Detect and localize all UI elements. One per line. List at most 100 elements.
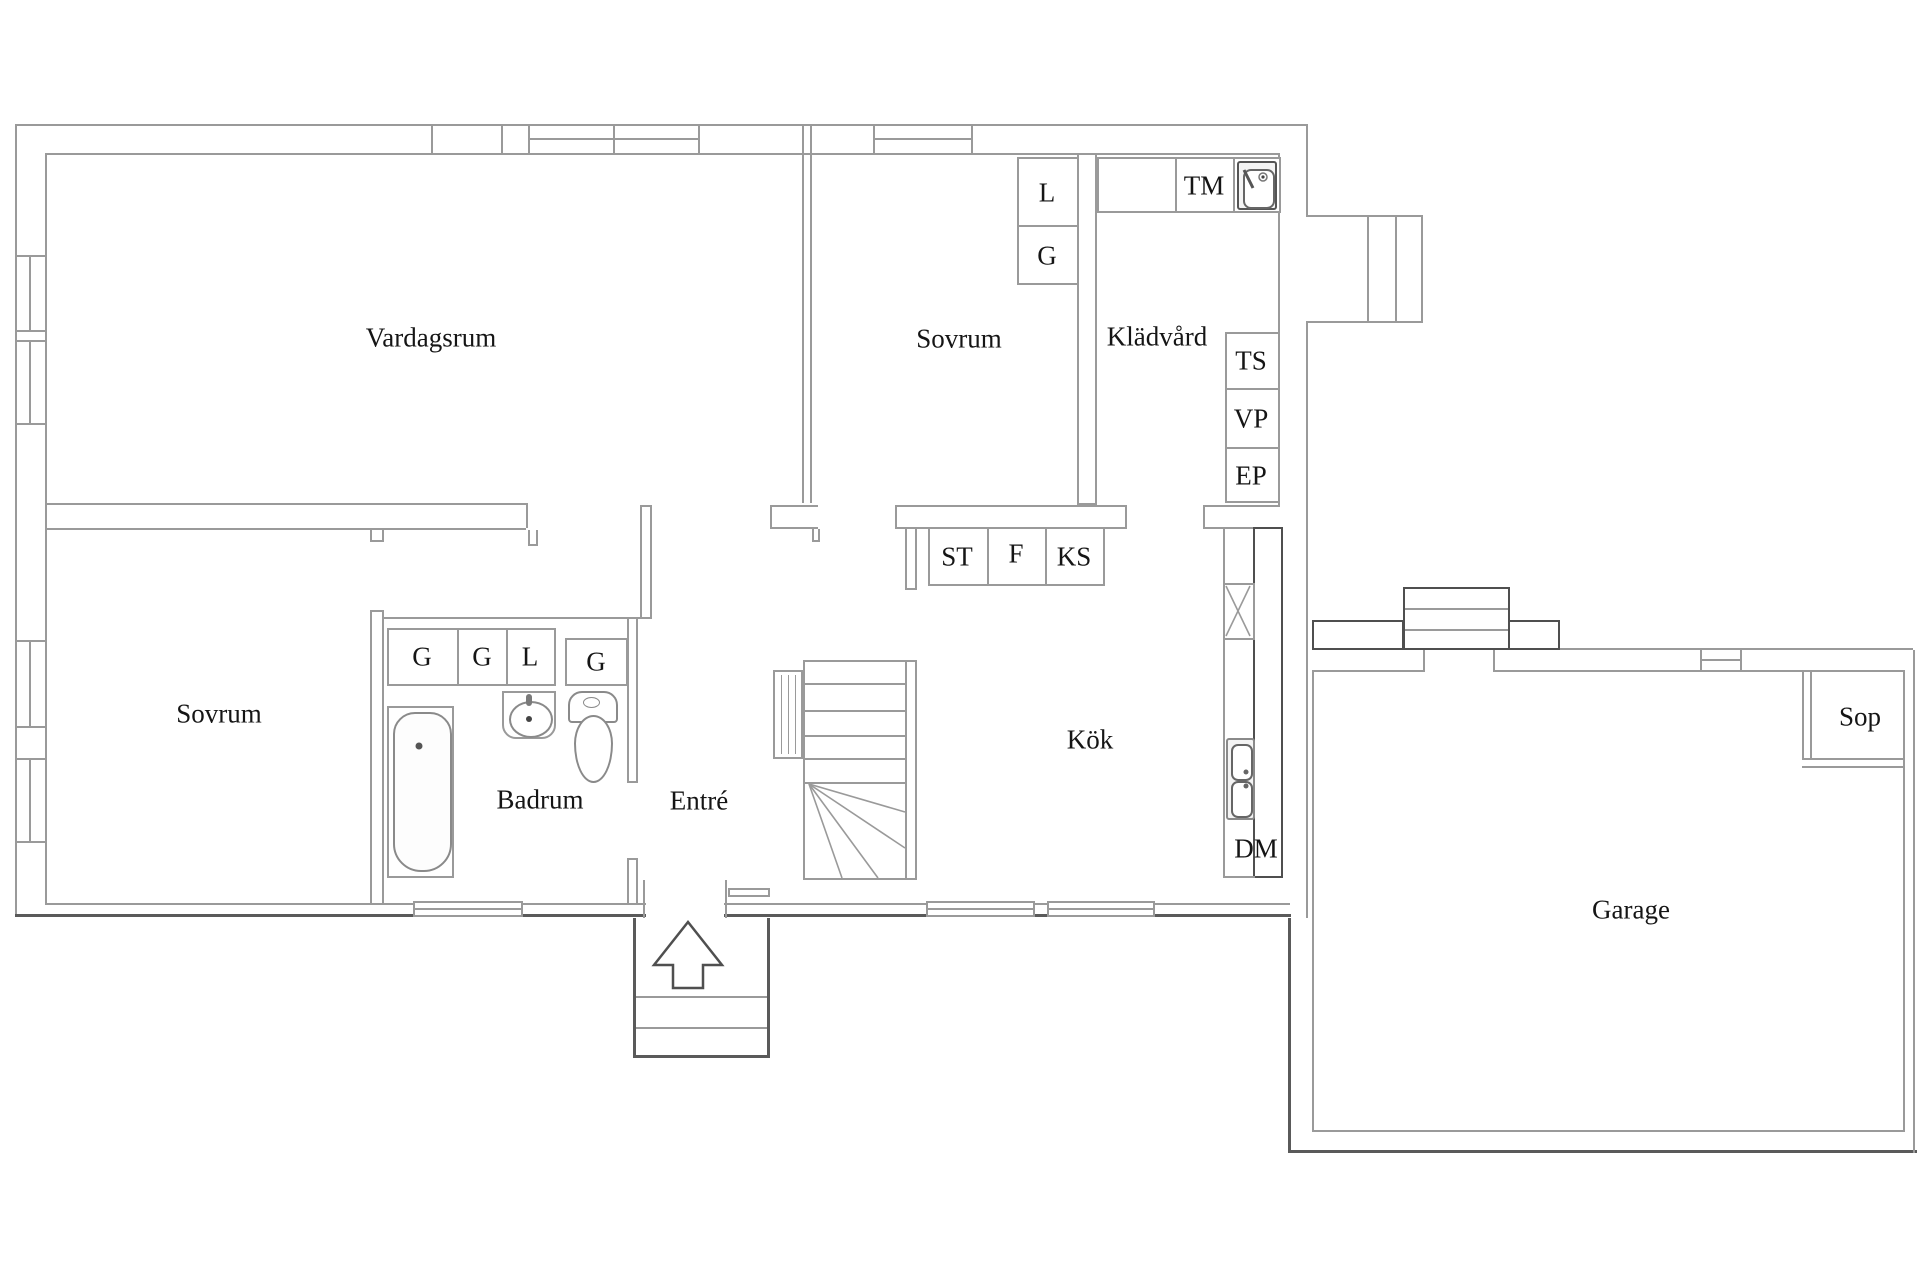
closet-l-hall-box <box>506 628 556 686</box>
garage-outdoor-steps <box>1403 587 1510 650</box>
wall-segment <box>1395 217 1397 321</box>
wall-segment <box>536 530 538 546</box>
wall-segment <box>1405 629 1508 631</box>
wall-segment <box>633 1055 770 1058</box>
wall-segment <box>1223 876 1255 878</box>
closet-g2-box <box>457 628 508 686</box>
wall-segment <box>805 710 905 712</box>
entrance-arrow-icon <box>651 919 725 990</box>
wall-segment <box>788 675 789 754</box>
wall-segment <box>370 540 384 542</box>
corner-cabinet-icon <box>1223 583 1255 640</box>
wall-segment <box>1405 608 1508 610</box>
wall-segment <box>528 544 538 546</box>
fixture-label-tm: TM <box>1183 170 1225 201</box>
wall-segment <box>45 528 526 530</box>
wall-segment <box>812 540 820 542</box>
wall-segment <box>905 588 917 590</box>
wall-segment <box>812 529 814 542</box>
room-label-garage: Garage <box>1592 894 1670 925</box>
wall-segment <box>895 507 897 527</box>
wall-segment <box>636 996 767 998</box>
wall-segment <box>640 505 652 507</box>
wall-segment <box>528 530 530 546</box>
wall-segment <box>627 858 629 905</box>
wall-segment <box>1740 670 1905 672</box>
wall-segment <box>1802 766 1905 768</box>
wall-segment <box>781 675 782 754</box>
electrical-panel-box <box>1225 447 1280 503</box>
room-label-sop: Sop <box>1838 701 1882 732</box>
wall-segment <box>15 340 47 425</box>
closet-g-box <box>1017 225 1079 285</box>
fixture-label-g3: G <box>586 646 606 677</box>
wall-segment <box>15 124 17 916</box>
wall-segment <box>915 527 917 590</box>
wall-segment <box>1306 124 1308 215</box>
wall-segment <box>1306 215 1423 217</box>
wall-segment <box>15 255 47 332</box>
wall-segment <box>382 528 384 542</box>
pantry-box <box>928 527 989 586</box>
wall-segment <box>805 735 905 737</box>
wall-segment <box>1802 672 1804 760</box>
fixture-label-l: L <box>1038 177 1056 208</box>
wall-segment <box>1493 670 1702 672</box>
wall-segment <box>526 505 528 528</box>
wall-segment <box>627 617 629 783</box>
wall-segment <box>805 782 905 784</box>
wall-segment <box>526 694 532 706</box>
wall-segment <box>1095 155 1097 505</box>
wall-segment <box>795 675 796 754</box>
room-label-entre: Entré <box>669 785 729 816</box>
steps-flank-left <box>1312 620 1404 650</box>
wall-segment <box>636 617 638 783</box>
wall-segment <box>15 758 47 843</box>
wall-segment <box>1243 169 1275 209</box>
wall-segment <box>643 880 645 918</box>
laundry-sink-icon <box>1237 161 1277 210</box>
wall-segment <box>370 610 384 612</box>
wall-segment <box>627 781 638 783</box>
wall-segment <box>431 124 503 155</box>
wall-segment <box>627 858 638 860</box>
wall-segment <box>29 257 31 330</box>
wall-segment <box>1231 781 1253 818</box>
wall-segment <box>29 342 31 423</box>
wall-segment <box>613 126 615 153</box>
fridge-box <box>987 527 1047 586</box>
wall-segment <box>370 610 372 905</box>
fixture-label-dm: DM <box>1234 833 1278 864</box>
wall-segment <box>895 505 1127 507</box>
wall-segment <box>818 529 820 542</box>
wall-segment <box>1312 672 1314 1132</box>
wall-segment <box>15 640 47 728</box>
wall-segment <box>640 505 642 619</box>
wall-segment <box>770 505 818 507</box>
wall-segment <box>875 138 971 140</box>
wall-segment <box>383 617 642 619</box>
wall-segment <box>415 908 521 910</box>
wall-segment <box>382 610 384 905</box>
laundry-counter <box>1097 157 1177 213</box>
wall-segment <box>1423 650 1425 672</box>
dryer-box <box>1225 332 1280 390</box>
wall-segment <box>1223 527 1253 529</box>
wall-segment <box>802 126 804 503</box>
wall-segment <box>636 1027 767 1029</box>
room-label-vardagsrum: Vardagsrum <box>365 322 497 353</box>
wall-segment <box>574 715 613 783</box>
wall-segment <box>1903 672 1905 1131</box>
wall-segment <box>1231 744 1253 781</box>
wall-segment <box>767 918 770 1058</box>
wall-segment <box>1312 1130 1905 1132</box>
wall-segment <box>393 712 452 872</box>
fixture-label-ts: TS <box>1235 345 1267 376</box>
room-label-kladvard: Klädvård <box>1106 321 1208 352</box>
wall-segment <box>1306 323 1308 918</box>
kitchen-counter <box>1253 527 1283 878</box>
wall-segment <box>636 858 638 905</box>
kitchen-double-sink-icon <box>1226 738 1255 820</box>
